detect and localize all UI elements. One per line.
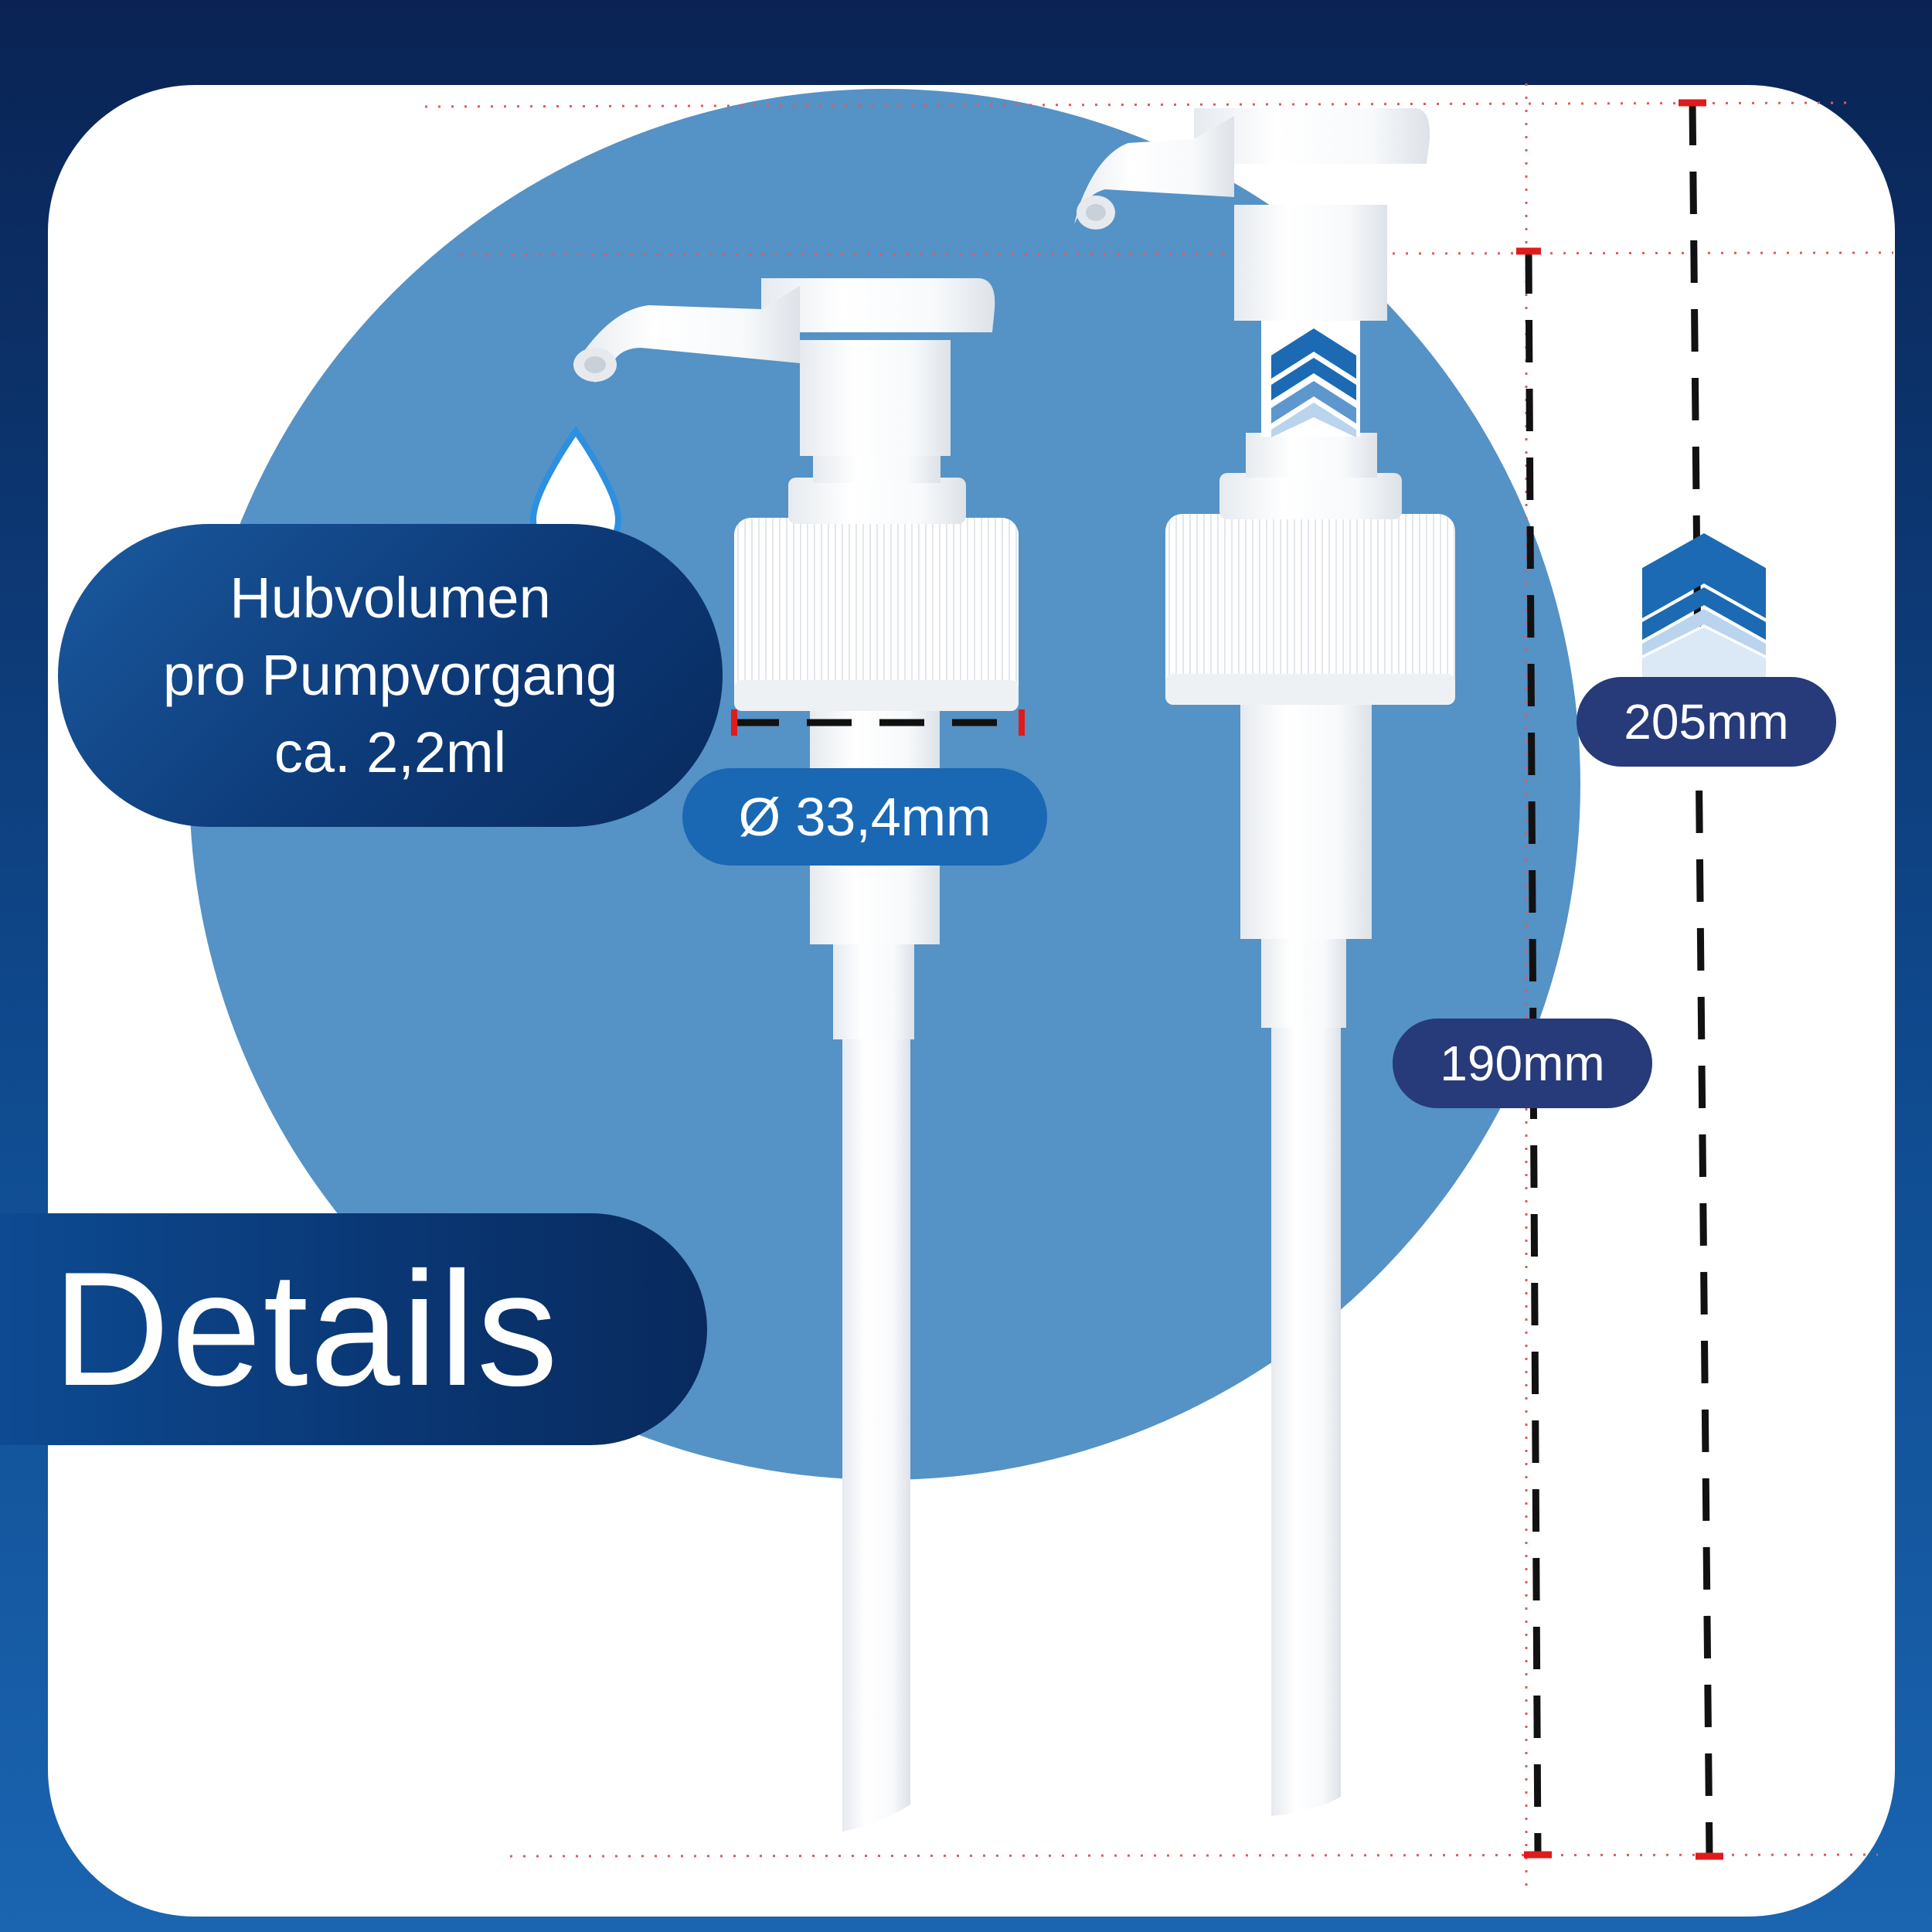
section-title: Details (53, 1238, 560, 1420)
diameter-badge: Ø 33,4mm (682, 768, 1047, 866)
section-title-banner: Details (0, 1213, 707, 1445)
stroke-volume-line-1: Hubvolumen (230, 566, 551, 630)
stroke-volume-line-3: ca. 2,2ml (274, 720, 507, 784)
guide-lines (424, 83, 1894, 1893)
height-tube-badge: 190mm (1393, 1019, 1652, 1108)
chevron-up-icon (1642, 533, 1766, 680)
stroke-volume-badge: Hubvolumen pro Pumpvorgang ca. 2,2ml (58, 524, 723, 827)
pump-right (1074, 108, 1455, 1816)
height-tube-measure (1516, 247, 1552, 1859)
stem-chevron-icon (1271, 328, 1356, 437)
stroke-volume-line-2: pro Pumpvorgang (162, 643, 618, 707)
diameter-measure (731, 709, 1025, 736)
height-total-measure (1679, 99, 1723, 1860)
height-total-badge: 205mm (1577, 677, 1836, 767)
